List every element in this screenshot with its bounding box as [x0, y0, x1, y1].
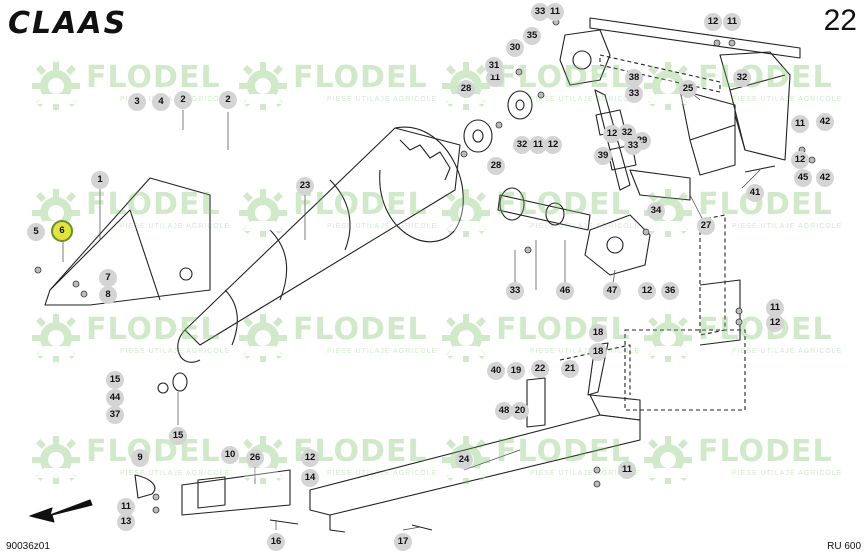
- callout-5[interactable]: 5: [27, 223, 45, 241]
- callout-1[interactable]: 1: [91, 171, 109, 189]
- callout-7[interactable]: 7: [99, 269, 117, 287]
- page-number: 22: [823, 4, 857, 37]
- callout-24[interactable]: 24: [455, 451, 473, 469]
- callout-34[interactable]: 34: [647, 202, 665, 220]
- callout-33[interactable]: 33: [531, 3, 549, 21]
- callout-25[interactable]: 25: [679, 80, 697, 98]
- callout-42[interactable]: 42: [816, 169, 834, 187]
- callout-17[interactable]: 17: [394, 533, 412, 551]
- callout-42[interactable]: 42: [816, 113, 834, 131]
- callout-10[interactable]: 10: [221, 446, 239, 464]
- callout-28[interactable]: 28: [457, 80, 475, 98]
- callout-40[interactable]: 40: [487, 362, 505, 380]
- callout-31[interactable]: 31: [485, 57, 503, 75]
- callout-33[interactable]: 33: [506, 282, 524, 300]
- callout-13[interactable]: 13: [117, 513, 135, 531]
- callout-12[interactable]: 12: [766, 314, 784, 332]
- callout-33[interactable]: 33: [625, 85, 643, 103]
- callout-11[interactable]: 11: [618, 461, 636, 479]
- callout-4[interactable]: 4: [152, 93, 170, 111]
- callout-35[interactable]: 35: [523, 27, 541, 45]
- callout-14[interactable]: 14: [301, 469, 319, 487]
- callout-18[interactable]: 18: [589, 324, 607, 342]
- callout-3[interactable]: 3: [128, 93, 146, 111]
- callout-11[interactable]: 11: [791, 115, 809, 133]
- callout-11[interactable]: 11: [766, 299, 784, 317]
- callout-11[interactable]: 11: [723, 13, 741, 31]
- callout-6[interactable]: 6: [53, 222, 71, 240]
- callout-2[interactable]: 2: [219, 91, 237, 109]
- callout-32[interactable]: 32: [513, 136, 531, 154]
- callout-27[interactable]: 27: [697, 217, 715, 235]
- callout-8[interactable]: 8: [99, 286, 117, 304]
- brand-logo: CLAAS: [8, 6, 128, 41]
- callout-12[interactable]: 12: [791, 151, 809, 169]
- callout-45[interactable]: 45: [794, 169, 812, 187]
- callout-19[interactable]: 19: [507, 362, 525, 380]
- callout-37[interactable]: 37: [106, 406, 124, 424]
- callout-44[interactable]: 44: [106, 389, 124, 407]
- callout-11[interactable]: 11: [117, 498, 135, 516]
- callout-2[interactable]: 2: [174, 91, 192, 109]
- callout-47[interactable]: 47: [603, 282, 621, 300]
- callout-20[interactable]: 20: [511, 402, 529, 420]
- callout-36[interactable]: 36: [661, 282, 679, 300]
- callout-12[interactable]: 12: [301, 449, 319, 467]
- callout-46[interactable]: 46: [556, 282, 574, 300]
- callout-38[interactable]: 38: [625, 69, 643, 87]
- figure-code: 90036z01: [6, 541, 50, 552]
- callout-30[interactable]: 30: [506, 39, 524, 57]
- callout-16[interactable]: 16: [267, 533, 285, 551]
- callout-26[interactable]: 26: [246, 449, 264, 467]
- callout-12[interactable]: 12: [544, 136, 562, 154]
- model-label: RU 600: [827, 541, 861, 552]
- callout-21[interactable]: 21: [561, 360, 579, 378]
- callout-33[interactable]: 33: [624, 137, 642, 155]
- callout-18[interactable]: 18: [589, 343, 607, 361]
- callout-39[interactable]: 39: [594, 147, 612, 165]
- callout-28[interactable]: 28: [487, 157, 505, 175]
- callout-15[interactable]: 15: [169, 427, 187, 445]
- callout-11[interactable]: 11: [529, 136, 547, 154]
- callout-11[interactable]: 11: [546, 3, 564, 21]
- callout-32[interactable]: 32: [733, 69, 751, 87]
- callout-12[interactable]: 12: [603, 125, 621, 143]
- callout-48[interactable]: 48: [495, 402, 513, 420]
- callout-23[interactable]: 23: [296, 177, 314, 195]
- callout-9[interactable]: 9: [131, 449, 149, 467]
- callout-15[interactable]: 15: [106, 371, 124, 389]
- callout-41[interactable]: 41: [746, 184, 764, 202]
- callout-12[interactable]: 12: [704, 13, 722, 31]
- callout-12[interactable]: 12: [638, 282, 656, 300]
- callout-22[interactable]: 22: [531, 360, 549, 378]
